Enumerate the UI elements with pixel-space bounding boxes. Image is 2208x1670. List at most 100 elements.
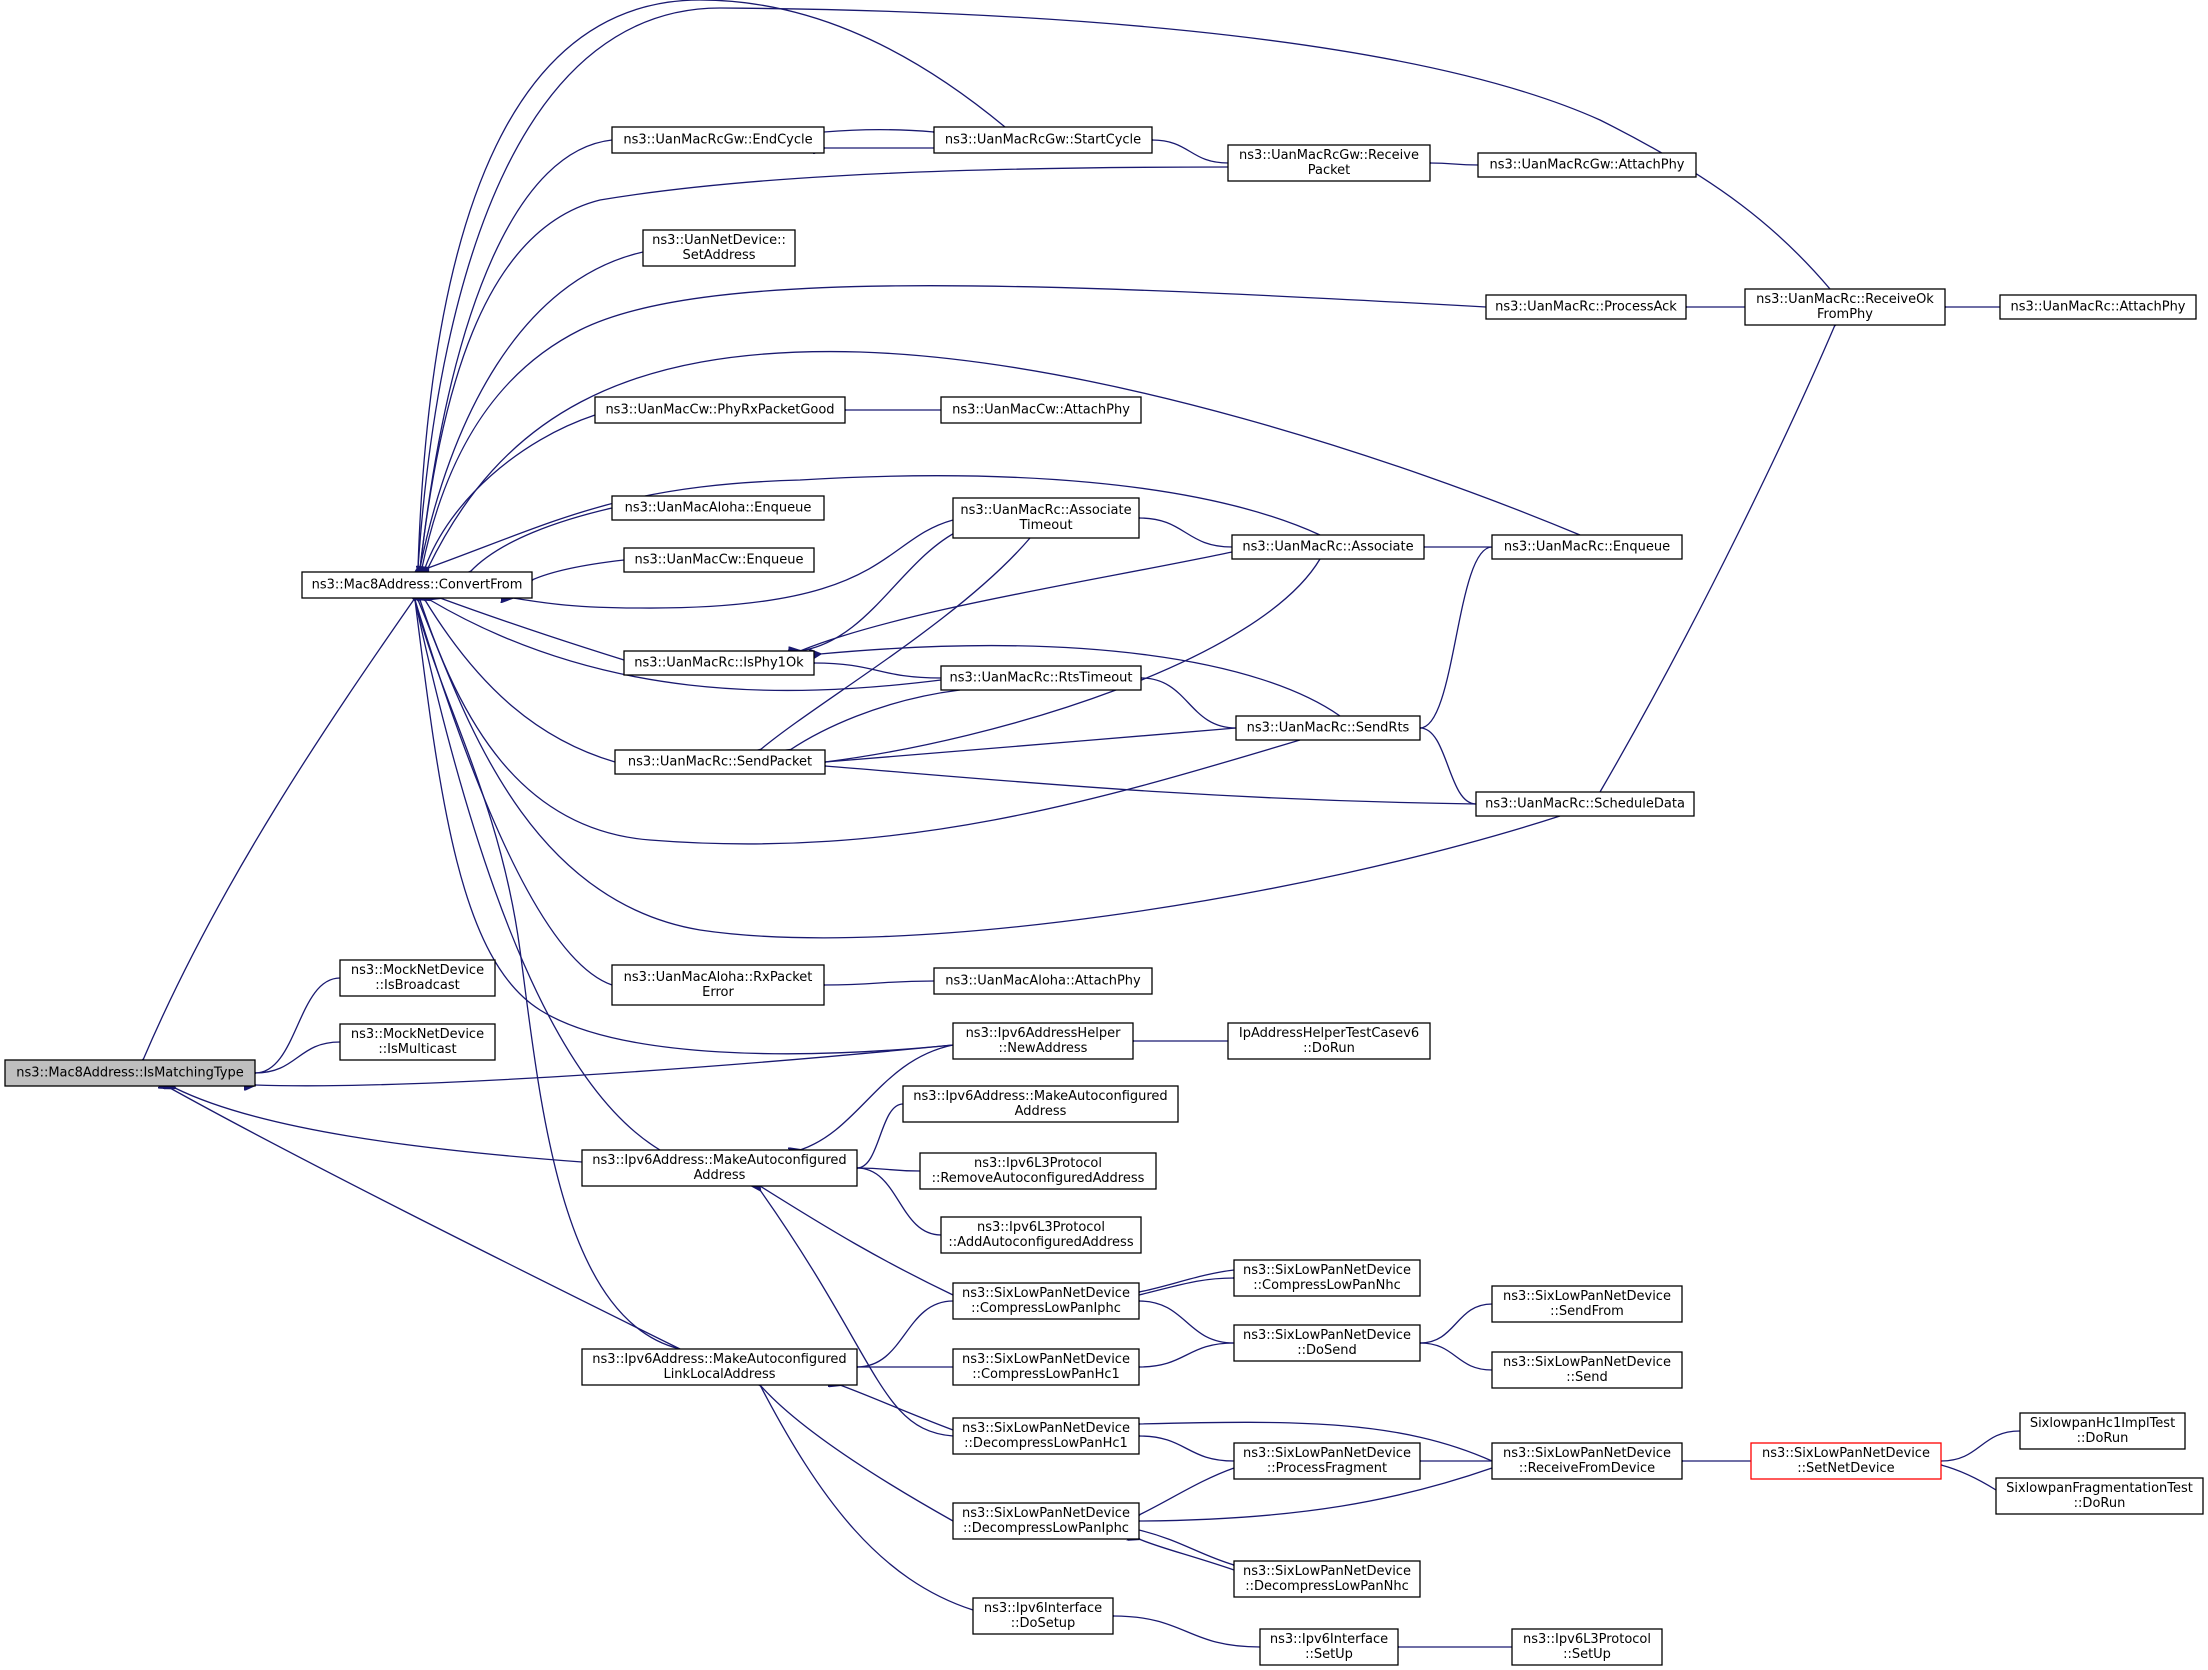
node-label-six_dosend: ns3::SixLowPanNetDevice bbox=[1243, 1328, 1411, 1343]
edge-rc_sendrts-to-rc_sendpacket bbox=[825, 727, 1237, 762]
node-hc1impl_dorun[interactable]: SixlowpanHc1ImplTest::DoRun bbox=[2019, 1412, 2186, 1450]
node-label-ipv6if_setup: ns3::Ipv6Interface bbox=[1270, 1632, 1388, 1647]
edge-gw_attach-to-gw_receive bbox=[1430, 163, 1479, 165]
edges-layer bbox=[143, 0, 2021, 1647]
node-six_comp_iphc[interactable]: ns3::SixLowPanNetDevice::CompressLowPanI… bbox=[952, 1282, 1140, 1320]
node-ipv6if_setup[interactable]: ns3::Ipv6Interface::SetUp bbox=[1259, 1628, 1399, 1666]
edge-six_comp_iphc-to-six_comp_nhc bbox=[1138, 1278, 1234, 1296]
node-l3_addauto[interactable]: ns3::Ipv6L3Protocol::AddAutoconfiguredAd… bbox=[940, 1216, 1142, 1254]
node-root[interactable]: ns3::Mac8Address::IsMatchingType bbox=[4, 1059, 256, 1087]
node-six_comp_nhc[interactable]: ns3::SixLowPanNetDevice::CompressLowPanN… bbox=[1233, 1259, 1421, 1297]
node-mock_bcast[interactable]: ns3::MockNetDevice::IsBroadcast bbox=[339, 959, 496, 997]
node-ipv6addr_makeauto2[interactable]: ns3::Ipv6Address::MakeAutoconfiguredAddr… bbox=[902, 1085, 1179, 1123]
node-box-rc_associate bbox=[1231, 534, 1425, 560]
node-label-cw_phyrx: ns3::UanMacCw::PhyRxPacketGood bbox=[605, 403, 834, 418]
node-ipv6_makeauto_ll[interactable]: ns3::Ipv6Address::MakeAutoconfiguredLink… bbox=[581, 1348, 858, 1386]
node-rc_associate[interactable]: ns3::UanMacRc::Associate bbox=[1231, 534, 1425, 560]
edge-cw_enqueue-to-convertfrom bbox=[532, 559, 625, 580]
node-box-cw_enqueue bbox=[623, 547, 815, 573]
node-ipv6_makeauto[interactable]: ns3::Ipv6Address::MakeAutoconfiguredAddr… bbox=[581, 1149, 858, 1187]
node-label-l3_addauto: ::AddAutoconfiguredAddress bbox=[948, 1235, 1133, 1250]
edge-six_recvfromdev-to-six_decomp_iphc bbox=[1139, 1467, 1493, 1521]
edge-rc_isphy1ok-to-convertfrom bbox=[440, 598, 625, 661]
node-box-aloha_rxerror bbox=[611, 964, 825, 1006]
node-label-mock_mcast: ::IsMulticast bbox=[378, 1042, 456, 1057]
node-label-ipv6_makeauto: ns3::Ipv6Address::MakeAutoconfigured bbox=[592, 1153, 846, 1168]
node-label-gw_attach: ns3::UanMacRcGw::AttachPhy bbox=[1489, 158, 1684, 173]
node-iphelpertest_dorun[interactable]: IpAddressHelperTestCasev6::DoRun bbox=[1227, 1022, 1431, 1060]
node-gw_attach[interactable]: ns3::UanMacRcGw::AttachPhy bbox=[1477, 152, 1697, 178]
node-rc_scheduledata[interactable]: ns3::UanMacRc::ScheduleData bbox=[1475, 791, 1695, 817]
node-label-six_recvfromdev: ::ReceiveFromDevice bbox=[1519, 1461, 1655, 1476]
node-label-rc_enqueue: ns3::UanMacRc::Enqueue bbox=[1504, 540, 1670, 555]
node-six_recvfromdev[interactable]: ns3::SixLowPanNetDevice::ReceiveFromDevi… bbox=[1491, 1442, 1683, 1480]
node-aloha_enqueue[interactable]: ns3::UanMacAloha::Enqueue bbox=[611, 495, 825, 521]
node-l3_removeauto[interactable]: ns3::Ipv6L3Protocol::RemoveAutoconfigure… bbox=[919, 1152, 1157, 1190]
node-box-six_decomp_iphc bbox=[952, 1502, 1140, 1540]
node-box-convertfrom bbox=[301, 571, 533, 599]
node-cw_phyrx[interactable]: ns3::UanMacCw::PhyRxPacketGood bbox=[594, 396, 846, 424]
edge-rc_sendrts-to-rc_isphy1ok bbox=[820, 645, 1341, 717]
node-six_decomp_nhc[interactable]: ns3::SixLowPanNetDevice::DecompressLowPa… bbox=[1233, 1560, 1421, 1598]
node-label-aloha_rxerror: Error bbox=[702, 985, 734, 1000]
edge-ipv6_makeauto-to-root bbox=[175, 1088, 583, 1163]
node-box-gw_endcycle bbox=[611, 126, 825, 154]
node-cw_attach[interactable]: ns3::UanMacCw::AttachPhy bbox=[940, 396, 1142, 424]
node-box-ipv6_makeauto_ll bbox=[581, 1348, 858, 1386]
node-label-rc_rtstimeout: ns3::UanMacRc::RtsTimeout bbox=[949, 671, 1132, 686]
edge-six_processfrag-to-six_decomp_hc1 bbox=[1139, 1436, 1235, 1462]
node-rc_sendrts[interactable]: ns3::UanMacRc::SendRts bbox=[1235, 715, 1421, 741]
node-fragtest_dorun[interactable]: SixlowpanFragmentationTest::DoRun bbox=[1995, 1477, 2204, 1515]
node-box-rc_sendrts bbox=[1235, 715, 1421, 741]
node-aloha_attach[interactable]: ns3::UanMacAloha::AttachPhy bbox=[933, 967, 1153, 995]
node-label-rc_processack: ns3::UanMacRc::ProcessAck bbox=[1495, 300, 1677, 315]
edge-rc_associate-to-convertfrom bbox=[428, 475, 1321, 568]
node-rc_rtstimeout[interactable]: ns3::UanMacRc::RtsTimeout bbox=[940, 665, 1142, 691]
node-box-netdev_setaddr bbox=[642, 229, 796, 267]
node-ipv6if_dosetup[interactable]: ns3::Ipv6Interface::DoSetup bbox=[972, 1597, 1114, 1635]
node-six_send[interactable]: ns3::SixLowPanNetDevice::Send bbox=[1491, 1351, 1683, 1389]
node-l3_setup[interactable]: ns3::Ipv6L3Protocol::SetUp bbox=[1511, 1628, 1663, 1666]
edge-six_comp_nhc-to-six_comp_iphc bbox=[1139, 1269, 1235, 1292]
node-six_comp_hc1[interactable]: ns3::SixLowPanNetDevice::CompressLowPanH… bbox=[952, 1348, 1140, 1386]
node-mock_mcast[interactable]: ns3::MockNetDevice::IsMulticast bbox=[339, 1023, 496, 1061]
node-gw_startcycle[interactable]: ns3::UanMacRcGw::StartCycle bbox=[933, 126, 1153, 154]
node-rc_processack[interactable]: ns3::UanMacRc::ProcessAck bbox=[1485, 294, 1687, 320]
node-label-rc_associate: ns3::UanMacRc::Associate bbox=[1242, 540, 1413, 555]
node-convertfrom[interactable]: ns3::Mac8Address::ConvertFrom bbox=[301, 571, 533, 599]
edge-l3_addauto-to-ipv6_makeauto bbox=[857, 1168, 942, 1236]
node-label-rc_isphy1ok: ns3::UanMacRc::IsPhy1Ok bbox=[634, 656, 804, 671]
node-six_setnetdev[interactable]: ns3::SixLowPanNetDevice::SetNetDevice bbox=[1750, 1442, 1942, 1480]
node-six_sendfrom[interactable]: ns3::SixLowPanNetDevice::SendFrom bbox=[1491, 1285, 1683, 1323]
node-rc_isphy1ok[interactable]: ns3::UanMacRc::IsPhy1Ok bbox=[623, 650, 815, 676]
edge-rc_rtstimeout-to-rc_isphy1ok bbox=[814, 663, 942, 679]
node-box-rc_receiveok bbox=[1744, 288, 1946, 326]
node-rc_attach[interactable]: ns3::UanMacRc::AttachPhy bbox=[1999, 294, 2197, 320]
node-rc_enqueue[interactable]: ns3::UanMacRc::Enqueue bbox=[1491, 534, 1683, 560]
node-box-root bbox=[4, 1059, 256, 1087]
node-label-six_decomp_nhc: ns3::SixLowPanNetDevice bbox=[1243, 1564, 1411, 1579]
node-ipv6helper_newaddr[interactable]: ns3::Ipv6AddressHelper::NewAddress bbox=[952, 1022, 1134, 1060]
edge-aloha_attach-to-aloha_rxerror bbox=[824, 981, 935, 985]
node-box-six_comp_nhc bbox=[1233, 1259, 1421, 1297]
edge-cw_phyrx-to-convertfrom bbox=[425, 414, 596, 568]
nodes-layer: ns3::Mac8Address::IsMatchingType ns3::Mac… bbox=[4, 126, 2204, 1666]
node-six_dosend[interactable]: ns3::SixLowPanNetDevice::DoSend bbox=[1233, 1324, 1421, 1362]
node-six_decomp_iphc[interactable]: ns3::SixLowPanNetDevice::DecompressLowPa… bbox=[952, 1502, 1140, 1540]
edge-mock_mcast-to-root bbox=[255, 1041, 341, 1073]
node-rc_sendpacket[interactable]: ns3::UanMacRc::SendPacket bbox=[614, 749, 826, 775]
node-netdev_setaddr[interactable]: ns3::UanNetDevice::SetAddress bbox=[642, 229, 796, 267]
edge-six_decomp_nhc-to-six_decomp_iphc bbox=[1139, 1539, 1235, 1571]
node-cw_enqueue[interactable]: ns3::UanMacCw::Enqueue bbox=[623, 547, 815, 573]
node-box-rc_rtstimeout bbox=[940, 665, 1142, 691]
node-six_processfrag[interactable]: ns3::SixLowPanNetDevice::ProcessFragment bbox=[1233, 1442, 1421, 1480]
edge-rc_sendpacket-to-convertfrom bbox=[425, 600, 616, 763]
node-gw_endcycle[interactable]: ns3::UanMacRcGw::EndCycle bbox=[611, 126, 825, 154]
node-six_decomp_hc1[interactable]: ns3::SixLowPanNetDevice::DecompressLowPa… bbox=[952, 1417, 1140, 1455]
node-box-gw_receive bbox=[1227, 144, 1431, 182]
edge-rc_sendrts-to-convertfrom bbox=[420, 600, 1301, 845]
